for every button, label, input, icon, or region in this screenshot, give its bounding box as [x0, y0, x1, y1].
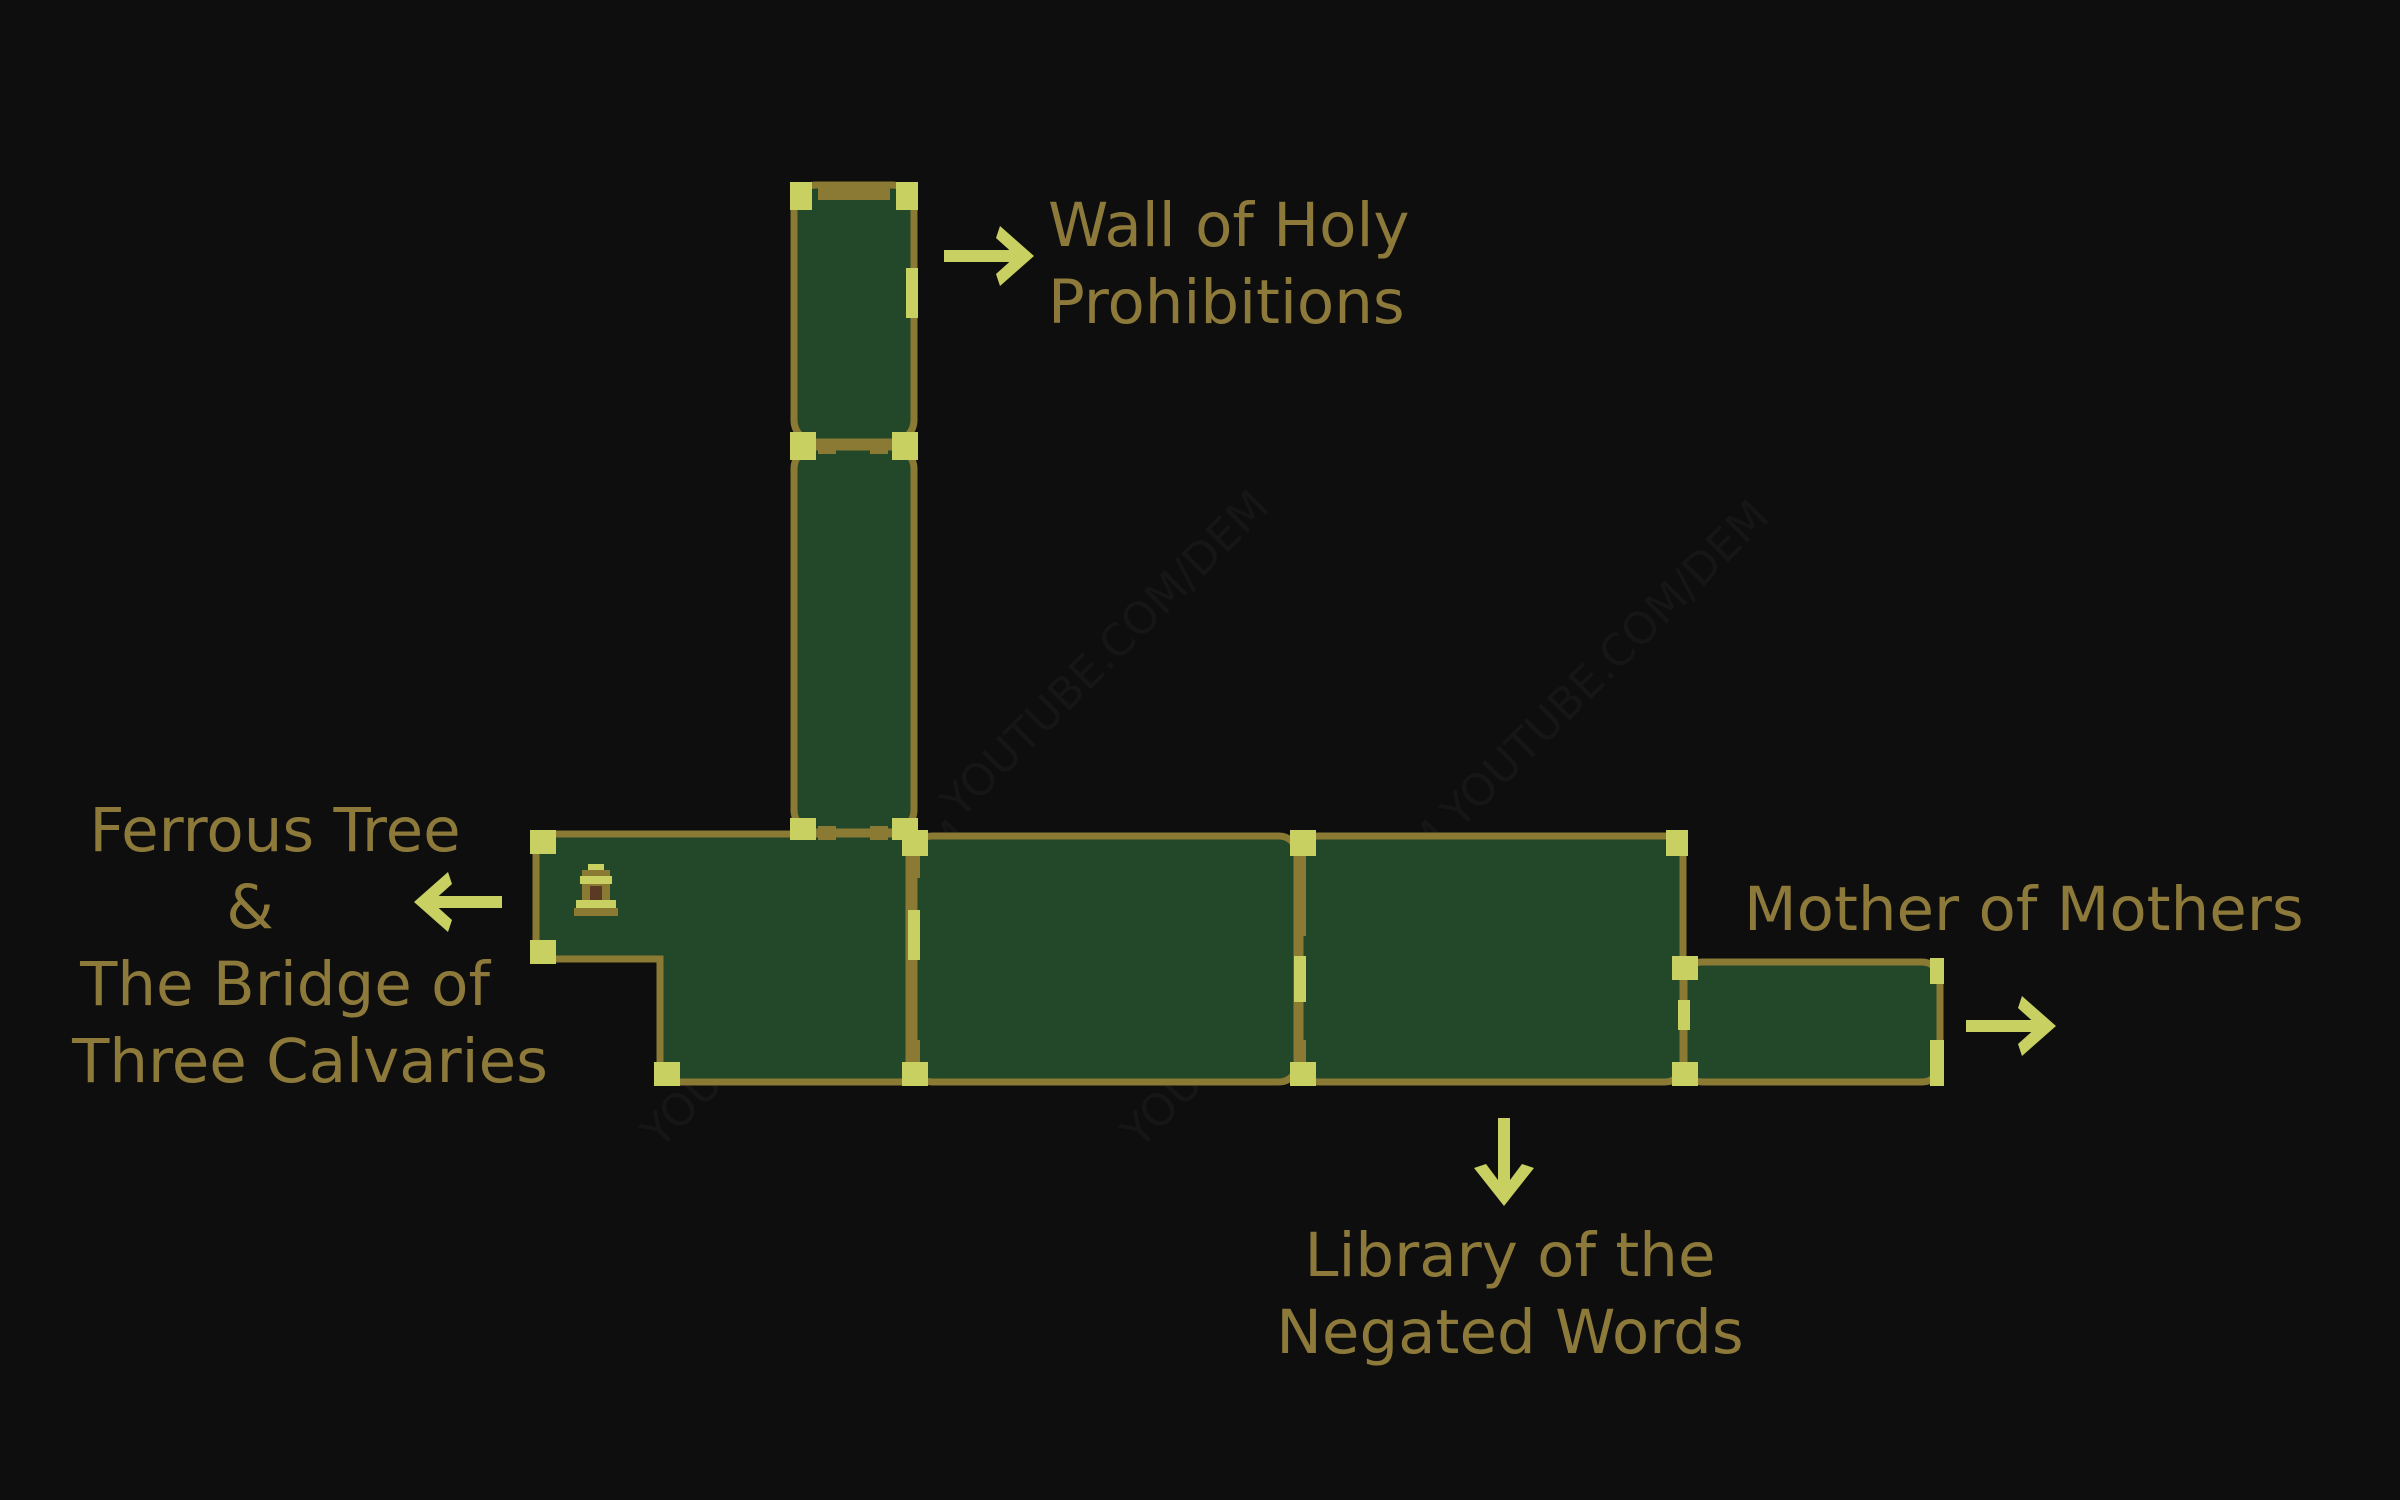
exit-label-east: Mother of Mothers — [1744, 871, 2304, 948]
arrow-west-exit-icon[interactable] — [414, 872, 502, 932]
room-east[interactable] — [1680, 958, 1944, 1086]
exit-label-west-line1: Ferrous Tree — [89, 795, 461, 866]
doors — [530, 182, 1944, 1086]
exit-label-north-line1: Wall of Holy — [1048, 190, 1410, 261]
exit-label-west-line2: & — [226, 872, 274, 943]
exit-label-west-line4: Three Calvaries — [72, 1026, 548, 1097]
exit-label-west: Ferrous Tree & The Bridge of Three Calva… — [60, 792, 560, 1100]
watermark-1: YOUTUBE.COM/DEM — [931, 480, 1279, 828]
room-north-lower[interactable] — [790, 443, 918, 836]
exit-label-north-line2: Prohibitions — [1048, 267, 1405, 338]
prie-dieu-save-icon[interactable] — [574, 864, 618, 916]
room-center-east[interactable] — [1296, 832, 1687, 1086]
arrow-east-exit-icon[interactable] — [1966, 996, 2056, 1056]
rooms — [532, 181, 1944, 1086]
exit-label-north: Wall of Holy Prohibitions — [1048, 187, 1410, 341]
arrow-south-exit-icon[interactable] — [1474, 1118, 1534, 1206]
exit-label-west-line3: The Bridge of — [80, 949, 490, 1020]
room-north-upper[interactable] — [790, 181, 918, 446]
exit-label-south: Library of the Negated Words — [1260, 1217, 1760, 1371]
exit-label-south-line2: Negated Words — [1276, 1297, 1744, 1368]
room-center[interactable] — [910, 832, 1301, 1086]
arrow-north-exit-icon[interactable] — [944, 226, 1034, 286]
watermark-2: YOUTUBE.COM/DEM — [1431, 490, 1779, 838]
exit-label-south-line1: Library of the — [1304, 1220, 1716, 1291]
exit-label-east-line1: Mother of Mothers — [1744, 874, 2304, 945]
